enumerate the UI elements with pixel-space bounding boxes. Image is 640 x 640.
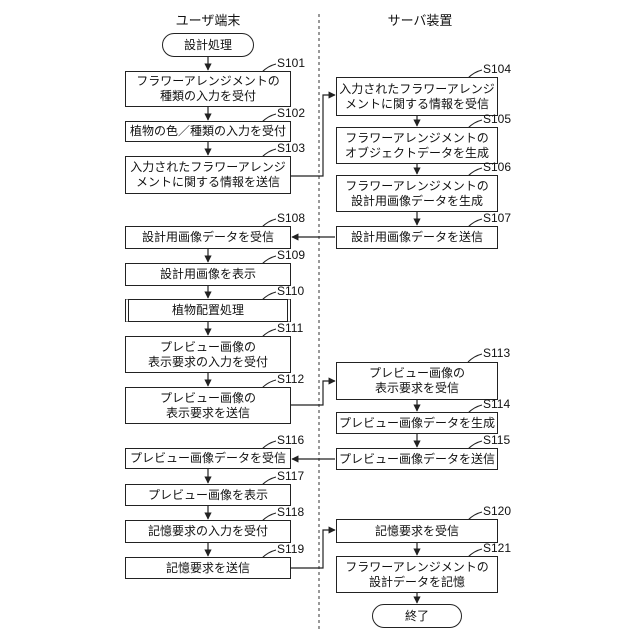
step-label-s116: S116 <box>277 433 304 447</box>
step-label-s110: S110 <box>277 284 304 298</box>
step-s117: プレビュー画像を表示 <box>125 484 291 506</box>
step-label-s119: S119 <box>277 542 304 556</box>
step-s113: プレビュー画像の 表示要求を受信 <box>336 362 498 400</box>
step-s105: フラワーアレンジメントの オブジェクトデータを生成 <box>336 127 498 164</box>
step-s114: プレビュー画像データを生成 <box>336 412 498 434</box>
step-label-s115: S115 <box>483 433 510 447</box>
step-label-s103: S103 <box>277 141 305 155</box>
step-label-s118: S118 <box>277 505 304 519</box>
step-s120: 記憶要求を受信 <box>336 519 498 543</box>
step-label-s117: S117 <box>277 469 304 483</box>
step-label-s120: S120 <box>483 504 511 518</box>
step-s101: フラワーアレンジメントの 種類の入力を受付 <box>125 71 291 107</box>
step-s110-subprocess: 植物配置処理 <box>125 299 291 322</box>
step-s104: 入力されたフラワーアレンジ メントに関する情報を受信 <box>336 77 498 116</box>
step-s121: フラワーアレンジメントの 設計データを記憶 <box>336 556 498 593</box>
step-s102: 植物の色／種類の入力を受付 <box>125 121 291 142</box>
step-label-s105: S105 <box>483 112 511 126</box>
step-label-s104: S104 <box>483 62 511 76</box>
end-terminal: 終了 <box>372 604 462 628</box>
step-s109: 設計用画像を表示 <box>125 263 291 286</box>
step-label-s106: S106 <box>483 160 511 174</box>
lane-title-server: サーバ装置 <box>362 10 478 29</box>
step-label-s102: S102 <box>277 106 305 120</box>
step-label-s114: S114 <box>483 397 510 411</box>
step-s119: 記憶要求を送信 <box>125 557 291 579</box>
step-s115: プレビュー画像データを送信 <box>336 448 498 470</box>
step-s108: 設計用画像データを受信 <box>125 226 291 249</box>
step-s107: 設計用画像データを送信 <box>336 226 498 249</box>
step-label-s107: S107 <box>483 211 511 225</box>
step-label-s101: S101 <box>277 56 305 70</box>
step-s111: プレビュー画像の 表示要求の入力を受付 <box>125 336 291 373</box>
step-s112: プレビュー画像の 表示要求を送信 <box>125 387 291 424</box>
step-label-s109: S109 <box>277 248 305 262</box>
step-s116: プレビュー画像データを受信 <box>125 448 291 469</box>
step-label-s108: S108 <box>277 211 305 225</box>
start-terminal: 設計処理 <box>162 33 254 57</box>
step-label-s121: S121 <box>483 541 511 555</box>
step-s118: 記憶要求の入力を受付 <box>125 520 291 543</box>
step-label-s113: S113 <box>483 346 510 360</box>
leader-s113 <box>468 354 482 362</box>
step-s106: フラワーアレンジメントの 設計用画像データを生成 <box>336 175 498 212</box>
step-label-s112: S112 <box>277 372 304 386</box>
step-label-s111: S111 <box>277 321 303 335</box>
step-s103: 入力されたフラワーアレンジ メントに関する情報を送信 <box>125 156 291 194</box>
lane-title-user-terminal: ユーザ端末 <box>150 10 266 29</box>
